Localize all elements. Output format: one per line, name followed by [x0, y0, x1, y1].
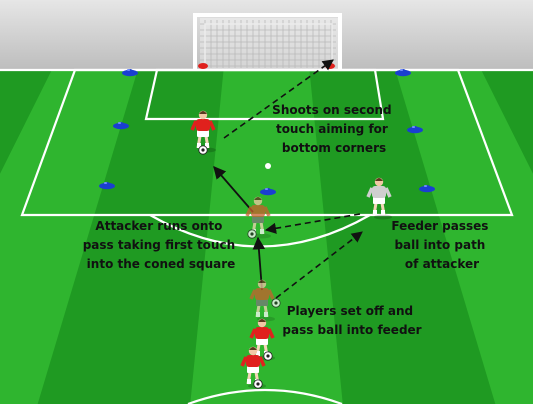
ball-icon [263, 351, 273, 361]
ball-icon [247, 229, 257, 239]
player-queue-2 [240, 346, 266, 389]
ball-icon [198, 145, 208, 155]
ball-icon [271, 298, 281, 308]
cone-icon [99, 182, 115, 190]
shot-annotation: Shoots on second touch aiming for bottom… [272, 103, 396, 155]
player-feeder [366, 177, 392, 220]
setoff-annotation-line-1: Players set off and [287, 304, 413, 318]
cone-icon [395, 69, 411, 77]
goal-icon [193, 13, 342, 70]
shot-arrow [223, 59, 334, 139]
players [190, 110, 392, 389]
setoff-pass-arrow [275, 231, 363, 299]
cone-icon [113, 122, 129, 130]
pitch [0, 70, 533, 404]
feeder-annotation-line-2: ball into path [394, 238, 485, 252]
cone-icon [122, 69, 138, 77]
player-shooter [190, 110, 216, 155]
player-attacker [245, 196, 271, 239]
cones [99, 69, 435, 196]
ball-icon [253, 379, 263, 389]
cone-icon [419, 185, 435, 193]
attacker-annotation-line-2: pass taking first touch [83, 238, 235, 252]
setoff-annotation-line-2: pass ball into feeder [282, 323, 421, 337]
attacker-annotation: Attacker runs onto pass taking first tou… [83, 219, 240, 271]
feeder-pass-arrow [264, 213, 361, 234]
feeder-annotation-line-3: of attacker [405, 257, 479, 271]
player-queue-1 [249, 318, 275, 361]
centre-circle [187, 388, 343, 404]
cone-icon [260, 188, 276, 196]
shot-annotation-line-1: Shoots on second [272, 103, 391, 117]
six-yard-box [144, 68, 385, 121]
cone-icon [407, 126, 423, 134]
pass-arrows [223, 59, 363, 299]
attacker-run-arrow [213, 166, 254, 213]
attacker-annotation-line-1: Attacker runs onto [95, 219, 222, 233]
setoff-annotation: Players set off and pass ball into feede… [282, 304, 421, 337]
attacker-annotation-line-3: into the coned square [87, 257, 236, 271]
shot-annotation-line-3: bottom corners [282, 141, 386, 155]
feeder-annotation: Feeder passes ball into path of attacker [391, 219, 492, 271]
feeder-annotation-line-1: Feeder passes [391, 219, 488, 233]
sky-background [0, 0, 533, 70]
shot-annotation-line-2: touch aiming for [276, 122, 388, 136]
penalty-spot [265, 163, 271, 169]
